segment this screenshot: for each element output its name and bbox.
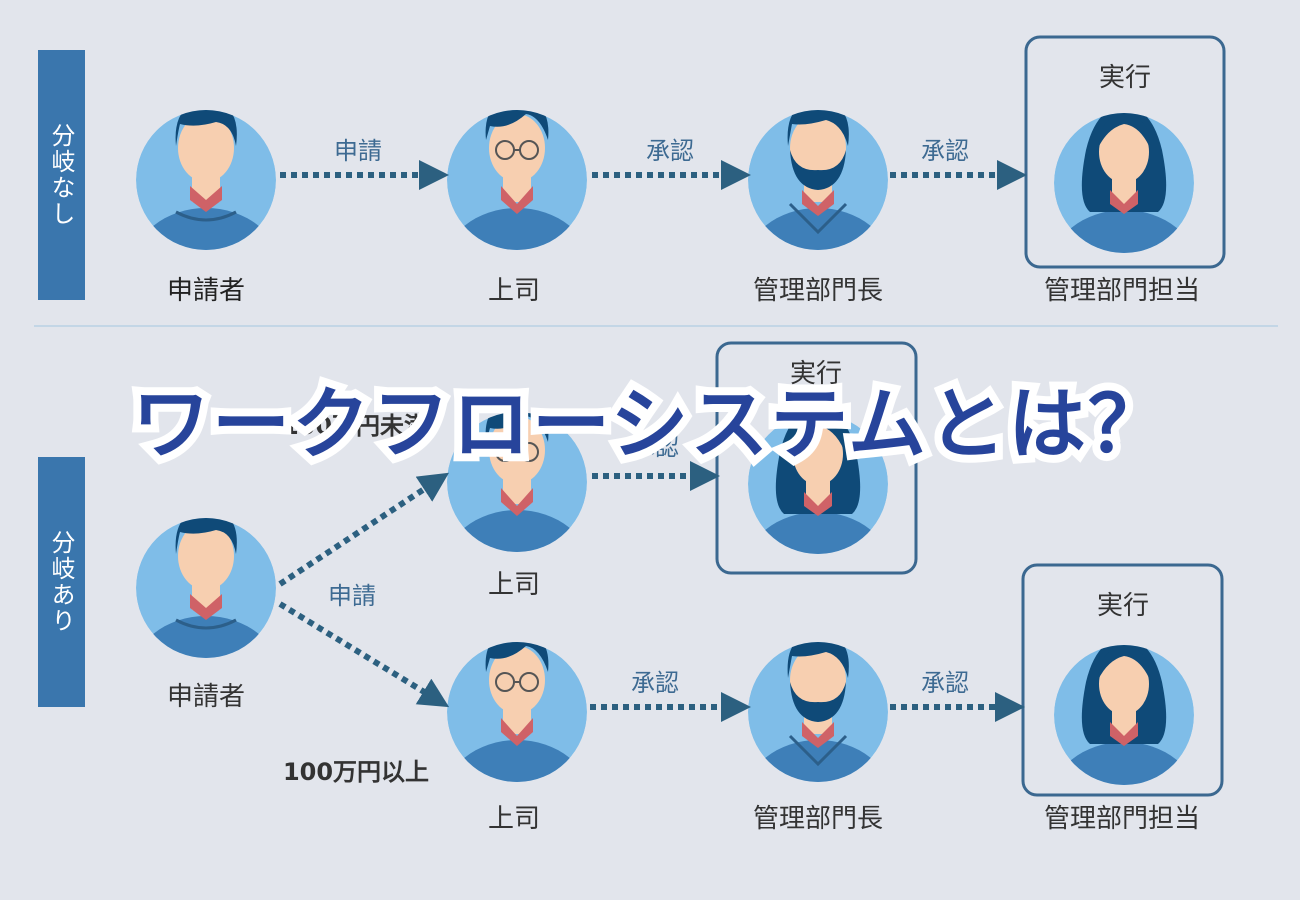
section-no-branch: 分岐なし [38, 35, 1226, 306]
edge-label-approve-lower-1: 承認 [631, 669, 679, 697]
avatar-staff-upper [748, 414, 888, 554]
role-label-applicant: 申請者 [167, 682, 245, 712]
role-label-boss-lower: 上司 [488, 804, 540, 834]
role-label-staff: 管理部門担当 [1044, 276, 1200, 306]
arrow-apply-upper [278, 472, 450, 587]
role-label-applicant: 申請者 [167, 276, 245, 306]
execute-label: 実行 [1099, 63, 1151, 93]
avatar-staff [1054, 113, 1194, 253]
section-label: 分岐あり [47, 530, 75, 634]
execute-label-lower: 実行 [1097, 591, 1149, 621]
edge-label-approve-1: 承認 [646, 137, 694, 165]
edge-label-approve-2: 承認 [921, 137, 969, 165]
avatar-manager [748, 110, 888, 250]
role-label-manager: 管理部門長 [753, 276, 883, 306]
section-label: 分岐なし [47, 123, 75, 227]
avatar-applicant [136, 110, 276, 250]
avatar-boss-lower [447, 642, 587, 782]
edge-label-approve-lower-2: 承認 [921, 669, 969, 697]
role-label-boss: 上司 [488, 276, 540, 306]
edge-label-approve-upper: 承認 [631, 433, 679, 461]
avatar-applicant [136, 518, 276, 658]
edge-label-apply: 申請 [328, 582, 376, 610]
role-label-manager-lower: 管理部門長 [753, 804, 883, 834]
label-bar [38, 50, 85, 300]
execute-label-upper: 実行 [790, 359, 842, 389]
arrow-apply-lower [278, 601, 450, 708]
condition-upper: 100万円未満 [282, 412, 428, 440]
condition-lower: 100万円以上 [283, 758, 429, 786]
label-bar [38, 457, 85, 707]
avatar-boss-upper [447, 412, 587, 552]
page-title: ワークフローシステムとは？ [124, 372, 1174, 478]
execute-box [1024, 35, 1226, 269]
avatar-boss [447, 110, 587, 250]
avatar-staff-lower [1054, 645, 1194, 785]
role-label-boss-upper: 上司 [488, 570, 540, 600]
edge-label-apply: 申請 [334, 137, 382, 165]
execute-box-upper [715, 341, 918, 575]
execute-box-lower [1021, 563, 1224, 797]
role-label-staff-lower: 管理部門担当 [1044, 804, 1200, 834]
